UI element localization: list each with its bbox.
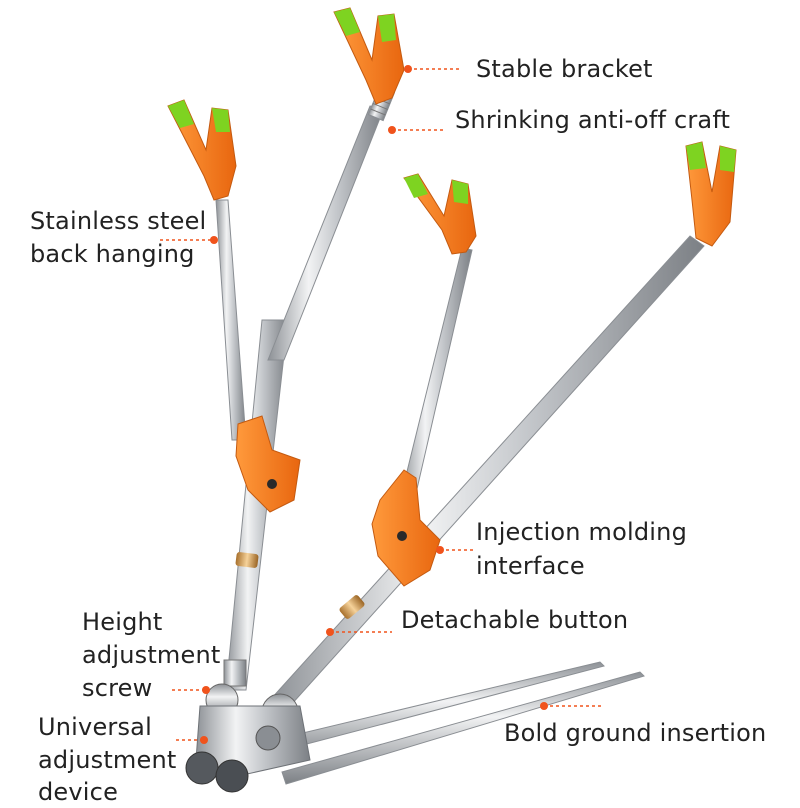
label-injection-molding-line1: Injection molding [476, 518, 687, 546]
label-stable-bracket: Stable bracket [476, 55, 653, 83]
label-height-line1: Height [82, 608, 163, 636]
bracket-top [333, 7, 405, 105]
label-height-line3: screw [82, 674, 153, 702]
label-stainless-steel-line1: Stainless steel [30, 207, 207, 235]
universal-adjustment-base [185, 659, 311, 793]
callout-lines [160, 68, 602, 741]
label-universal-line3: device [38, 778, 119, 806]
label-detachable-button: Detachable button [401, 606, 629, 634]
bracket-right [685, 141, 737, 247]
label-injection-molding-line2: interface [476, 552, 585, 580]
injection-joint-right [371, 469, 441, 587]
label-universal-line1: Universal [38, 713, 152, 741]
callout-dots [200, 65, 548, 744]
bracket-left [167, 99, 237, 201]
bracket-middle [403, 173, 477, 255]
label-universal-line2: adjustment [38, 746, 177, 774]
label-stainless-steel-line2: back hanging [30, 240, 195, 268]
ground-spikes [239, 661, 645, 785]
label-shrinking-anti-off-craft: Shrinking anti-off craft [455, 106, 731, 134]
label-bold-ground-insertion: Bold ground insertion [504, 719, 767, 747]
back-hanging-pole [215, 199, 247, 441]
label-height-line2: adjustment [82, 641, 221, 669]
injection-joint-left [235, 415, 301, 513]
middle-back-pole [399, 247, 473, 503]
